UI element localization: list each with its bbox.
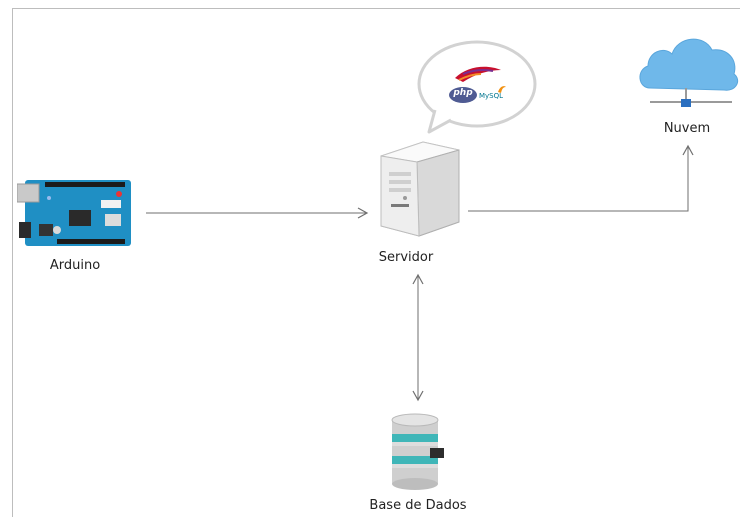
cloud-label: Nuvem [663,121,711,136]
php-logo-text: php [453,88,473,98]
frame-border-top [12,8,740,9]
arduino-label: Arduino [49,258,101,273]
server-label: Servidor [378,250,434,265]
arduino-node [16,178,133,248]
cloud-node [636,30,740,116]
server-tower-icon [380,141,460,237]
cloud-icon [639,38,739,107]
mysql-logo-text: MySQL [479,92,504,100]
php-logo-ellipse [449,87,477,103]
database-icon [391,413,444,490]
mysql-dolphin-icon [498,86,506,93]
server-node [375,138,461,238]
php-logo: php [448,86,478,104]
apache-feather-logo [455,66,501,82]
arduino-board-icon [16,180,131,246]
tech-stack-bubble: php MySQL [415,38,539,136]
database-node [388,412,448,490]
arrow-server-to-cloud [468,144,694,212]
frame-border-left [12,8,13,517]
speech-bubble-icon [417,40,537,134]
database-label: Base de Dados [369,498,467,513]
